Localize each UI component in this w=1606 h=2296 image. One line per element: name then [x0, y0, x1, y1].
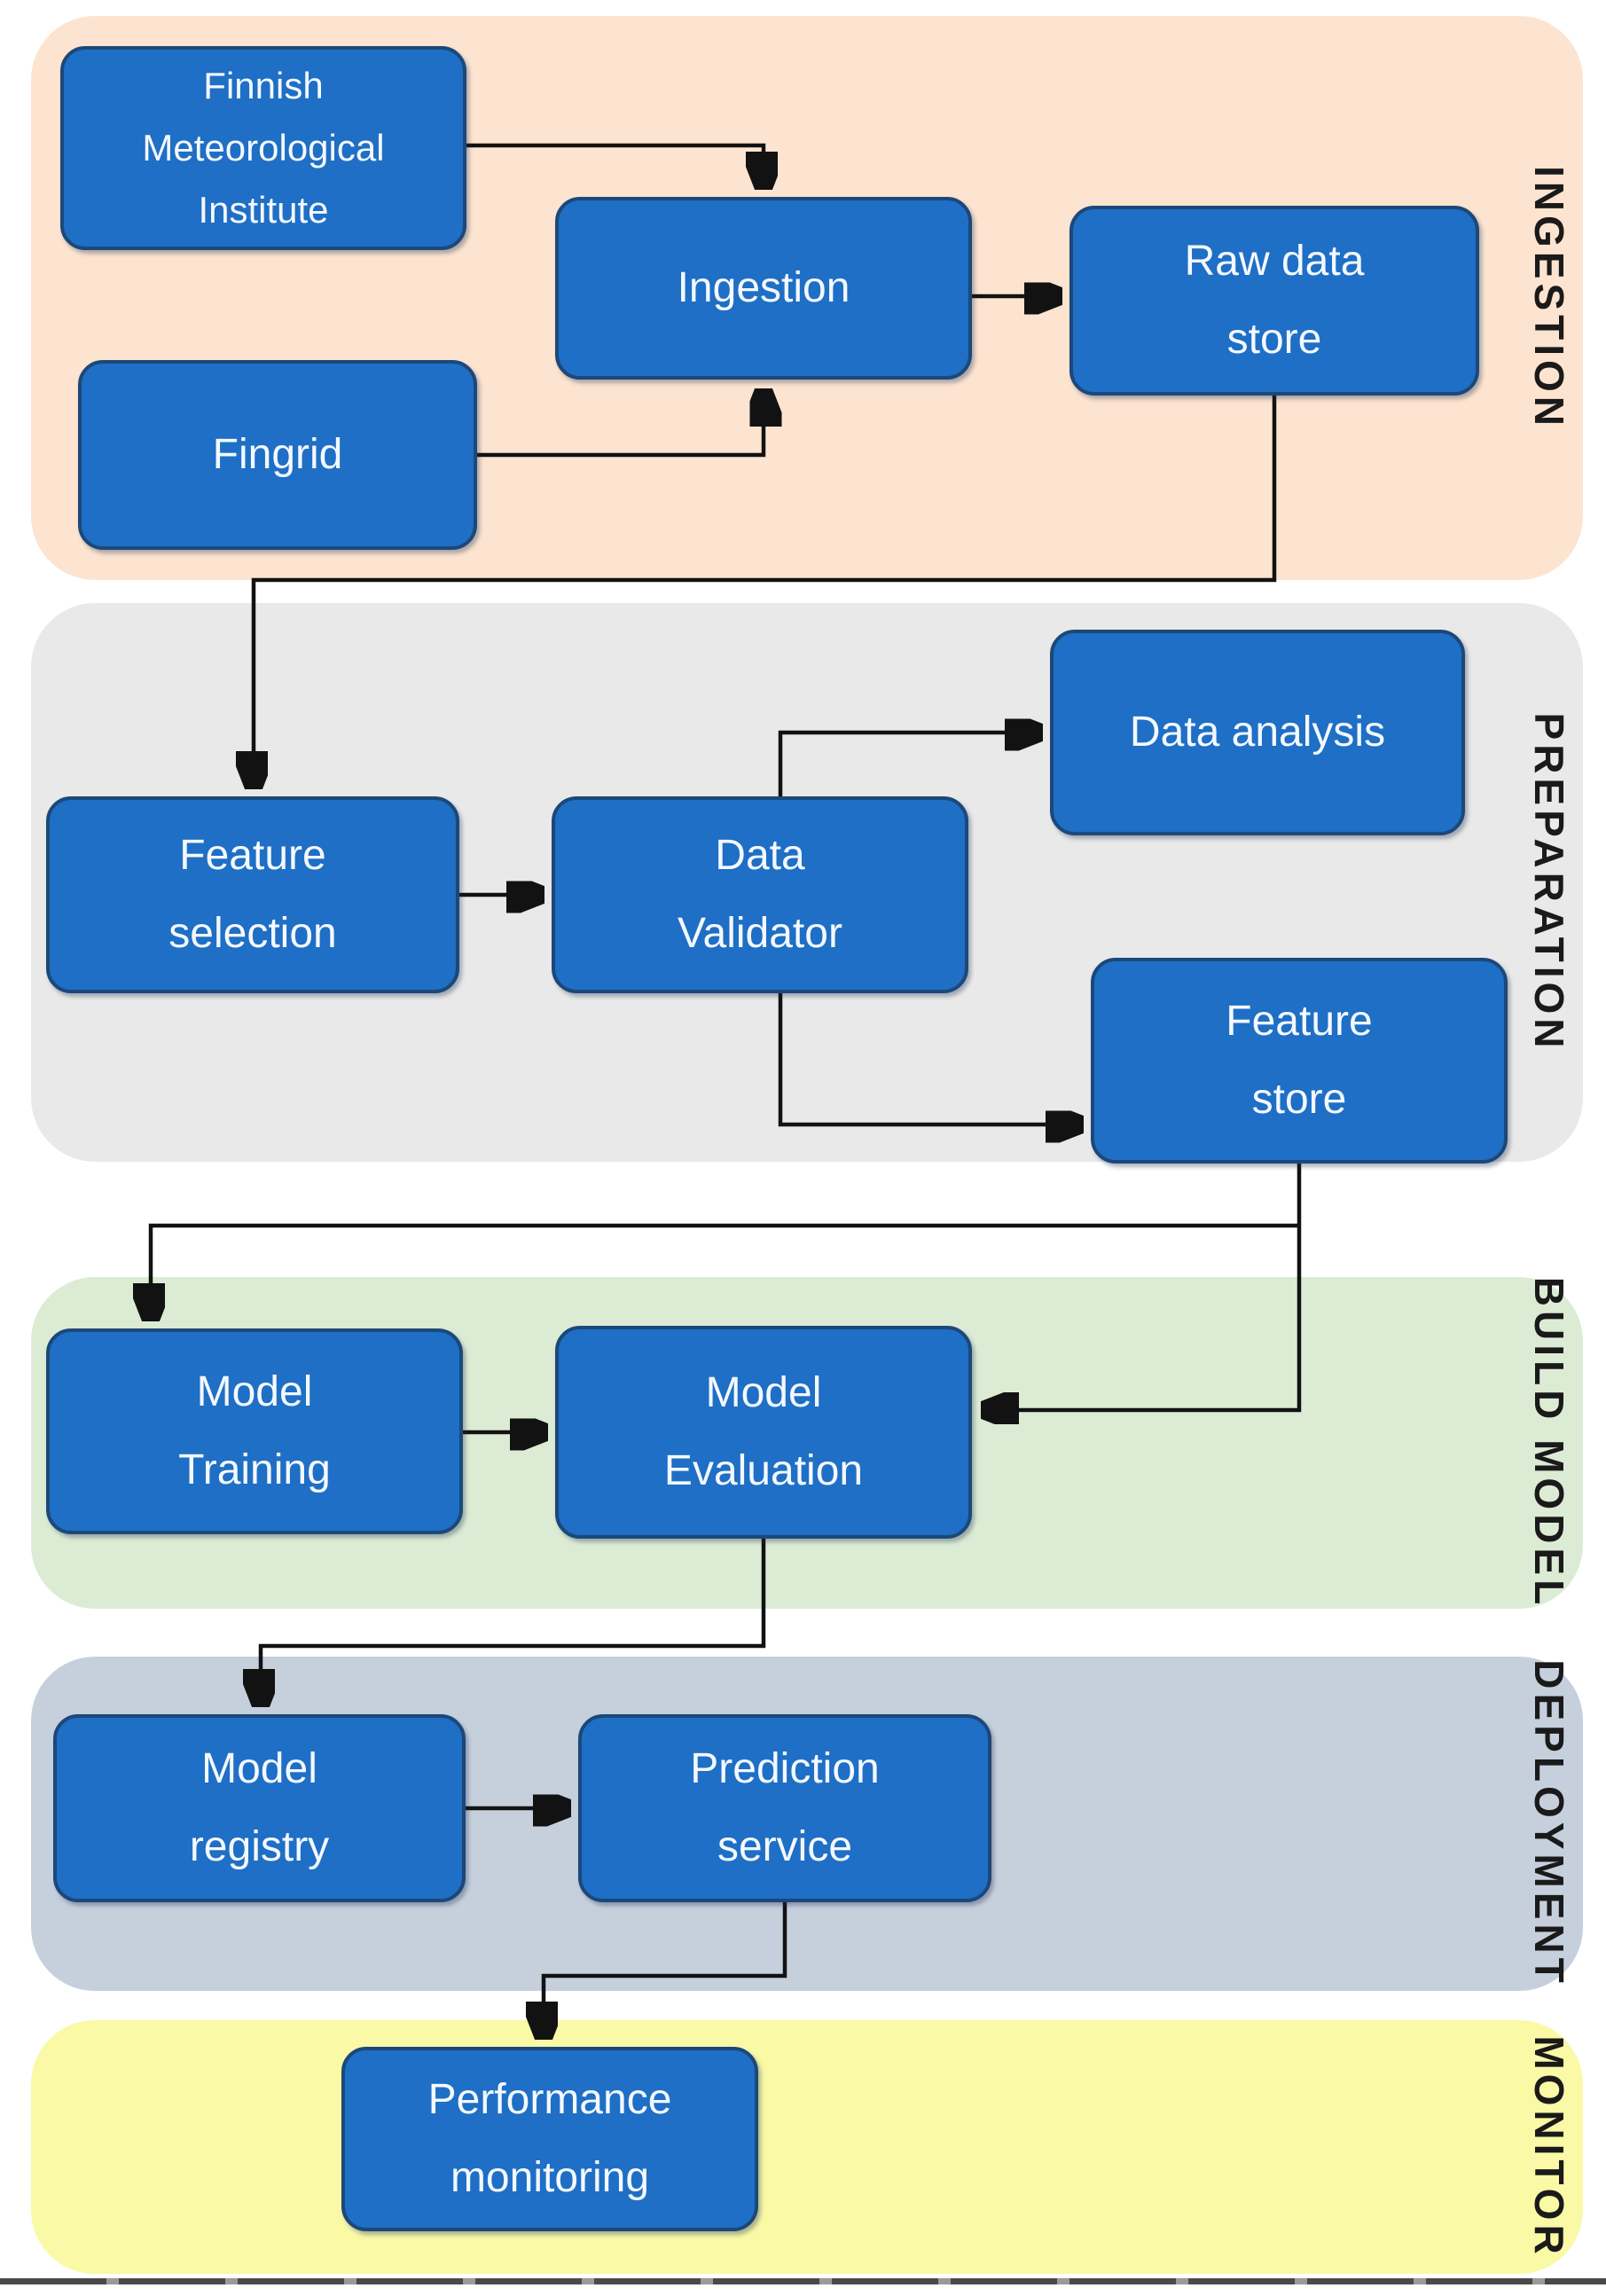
page-edge-line — [0, 2278, 1606, 2284]
node-finnish-meteorological-institute: Finnish Meteorological Institute — [60, 46, 466, 250]
edge-fingrid-to-ingestion — [477, 394, 764, 458]
node-data-analysis: Data analysis — [1050, 630, 1465, 835]
band-label-deployment: DEPLOYMENT — [1526, 1659, 1572, 1987]
node-performance-monitoring: Performance monitoring — [341, 2047, 758, 2231]
edge-fmi-to-ingestion — [466, 143, 764, 184]
band-label-build-model: BUILD MODEL — [1526, 1276, 1572, 1610]
node-raw-data-store: Raw data store — [1069, 206, 1479, 396]
node-fingrid: Fingrid — [78, 360, 477, 550]
edge-model-evaluation-to-model-registry — [261, 1539, 766, 1702]
band-label-monitor: MONITOR — [1526, 2035, 1572, 2259]
edge-data-validator-to-feature-store — [778, 993, 1078, 1124]
node-feature-selection: Feature selection — [46, 796, 459, 993]
node-ingestion: Ingestion — [555, 197, 972, 380]
node-model-evaluation: Model Evaluation — [555, 1326, 972, 1539]
node-model-training: Model Training — [46, 1328, 463, 1534]
edge-feature-store-to-model-evaluation — [986, 1164, 1302, 1410]
node-prediction-service: Prediction service — [578, 1714, 991, 1902]
edge-raw-data-store-to-feature-selection — [254, 396, 1277, 784]
edge-feature-store-to-model-training — [151, 1223, 1299, 1316]
node-data-validator: Data Validator — [552, 796, 968, 993]
band-label-ingestion: INGESTION — [1526, 165, 1572, 431]
edge-prediction-service-to-performance-monitoring — [544, 1902, 787, 2034]
node-model-registry: Model registry — [53, 1714, 466, 1902]
band-label-preparation: PREPARATION — [1526, 712, 1572, 1053]
edge-data-validator-to-data-analysis — [778, 733, 1038, 796]
band-monitor — [31, 2020, 1583, 2274]
node-feature-store: Feature store — [1091, 958, 1508, 1164]
